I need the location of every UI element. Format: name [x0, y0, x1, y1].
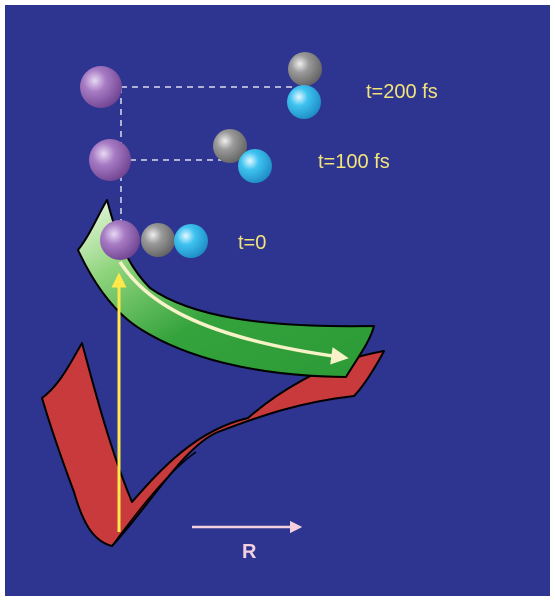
- gray-atom: [213, 129, 247, 163]
- time-label-t200: t=200 fs: [366, 81, 438, 103]
- gray-atom: [288, 52, 322, 86]
- molecule-t100: [89, 129, 272, 183]
- purple-atom: [89, 139, 131, 181]
- dashed-guides: [120, 86, 298, 240]
- gray-atom: [141, 223, 175, 257]
- cyan-atom: [238, 149, 272, 183]
- cyan-atom: [174, 224, 208, 258]
- cyan-atom: [287, 85, 321, 119]
- molecule-t0: [100, 220, 208, 260]
- purple-atom: [100, 220, 140, 260]
- time-label-t100: t=100 fs: [318, 151, 390, 173]
- ground-state-surface: [41, 342, 385, 547]
- time-label-t0: t=0: [238, 232, 266, 254]
- excited-state-surface: [77, 199, 375, 378]
- purple-atom: [80, 66, 122, 108]
- reaction-coordinate-label: R: [242, 541, 257, 563]
- trajectory-arrow: [118, 261, 349, 365]
- molecule-t200: [80, 52, 322, 119]
